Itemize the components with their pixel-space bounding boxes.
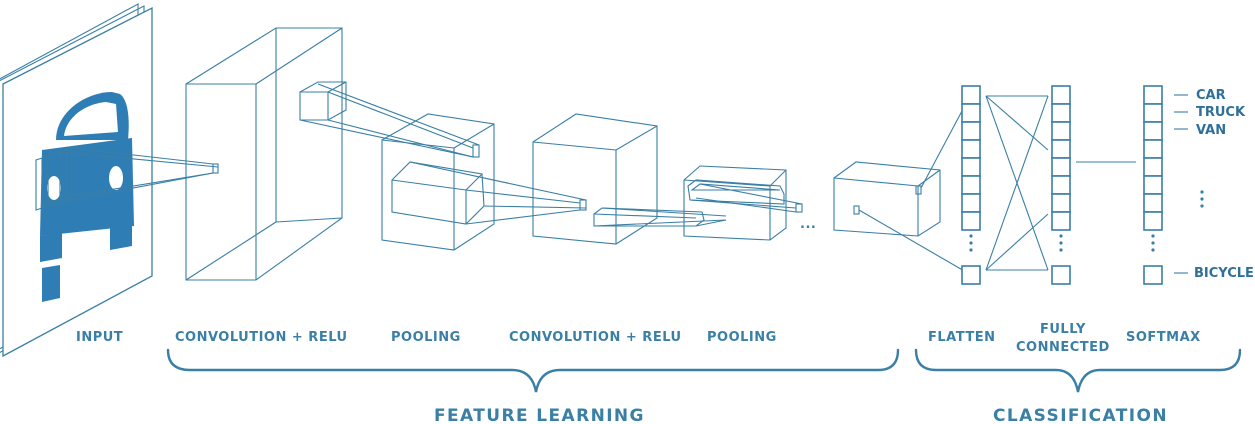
projection-lines-4 [593, 207, 727, 227]
softmax-column [1143, 85, 1163, 285]
label-flatten: FLATTEN [928, 330, 996, 345]
label-input: INPUT [76, 330, 123, 345]
class-label-car: CAR [1196, 88, 1226, 103]
label-softmax: SOFTMAX [1126, 330, 1201, 345]
projection-lines-3 [409, 161, 587, 225]
output-class-labels: CAR TRUCK VAN BICYCLE [1174, 88, 1254, 281]
flatten-connections [858, 95, 971, 273]
fully-connected-edges [985, 95, 1049, 271]
label-fc-line1: FULLY [1040, 322, 1086, 337]
input-image [0, 3, 153, 358]
fully-connected-column [1051, 85, 1071, 285]
class-label-truck: TRUCK [1196, 105, 1246, 120]
last-feature-volume [833, 161, 941, 237]
label-conv2: CONVOLUTION + RELU [509, 330, 682, 345]
projection-lines-2 [299, 83, 480, 158]
car-icon [40, 92, 134, 302]
group-feature-learning: FEATURE LEARNING [434, 406, 645, 424]
classification-brace [914, 348, 1242, 393]
label-pool2: POOLING [707, 330, 777, 345]
flatten-column [961, 85, 981, 285]
label-conv1: CONVOLUTION + RELU [175, 330, 348, 345]
group-classification: CLASSIFICATION [993, 406, 1168, 424]
pool2-volume [683, 165, 803, 241]
label-fc-line2: CONNECTED [1016, 340, 1110, 355]
class-label-van: VAN [1196, 123, 1226, 138]
conv1-volume [185, 27, 347, 281]
layers-ellipsis: ... [800, 217, 816, 232]
feature-learning-brace [166, 348, 900, 393]
class-label-bicycle: BICYCLE [1194, 266, 1254, 281]
label-pool1: POOLING [391, 330, 461, 345]
